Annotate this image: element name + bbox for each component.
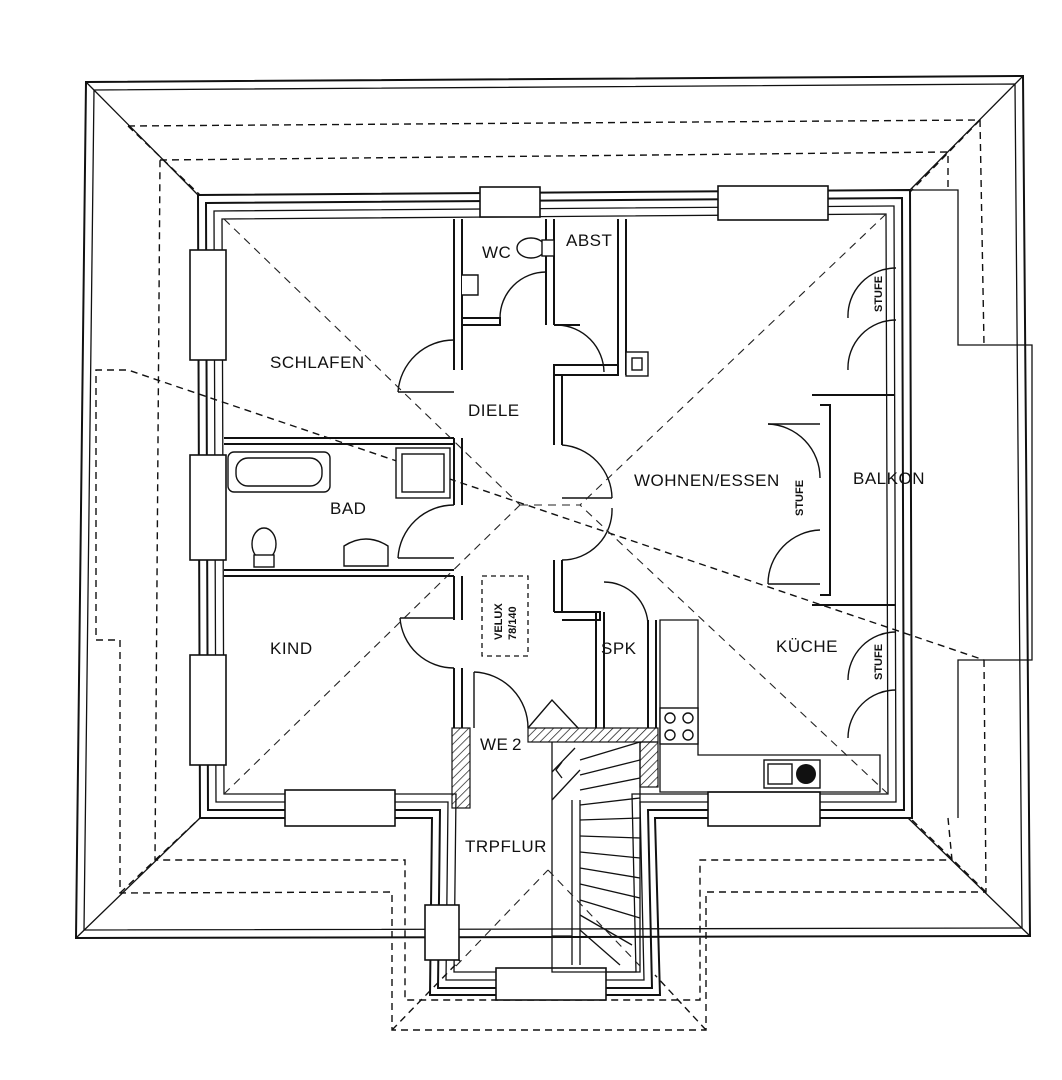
label-schlafen: SCHLAFEN (270, 353, 365, 372)
window-flur (424, 904, 460, 961)
staircase (551, 741, 641, 973)
sink-wc (462, 274, 479, 296)
label-spk: SPK (601, 639, 637, 658)
fixtures (227, 237, 821, 789)
label-abst: ABST (566, 231, 612, 250)
roof-diagonals (223, 213, 889, 967)
label-kueche: KÜCHE (776, 637, 838, 656)
window-wohnen (717, 185, 829, 221)
label-wohnen-essen: WOHNEN/ESSEN (634, 471, 780, 490)
toilet-wc (516, 237, 546, 259)
label-stufe-top: STUFE (873, 276, 885, 312)
window-treppe (495, 967, 607, 1001)
label-we: WE (480, 735, 508, 754)
label-stufe-mid: STUFE (794, 480, 806, 516)
room-labels: SCHLAFEN WC ABST DIELE WOHNEN/ESSEN BALK… (270, 231, 925, 856)
sink-bad (343, 538, 389, 567)
interior-walls (224, 219, 895, 793)
label-trpflur: TRPFLUR (465, 837, 547, 856)
doors (397, 267, 897, 739)
window-wc (479, 186, 541, 218)
window-kueche (707, 791, 821, 827)
window-schlafen (189, 249, 227, 361)
label-velux-size: 78/140 (507, 606, 519, 640)
stair-walls (451, 727, 659, 809)
window-kind-south (284, 789, 396, 827)
annotations: VELUX 78/140 STUFE STUFE STUFE (493, 276, 885, 680)
label-we-number: 2 (512, 735, 522, 754)
label-wc: WC (482, 243, 511, 262)
label-bad: BAD (330, 499, 366, 518)
roof-outline (74, 74, 1033, 940)
label-kind: KIND (270, 639, 313, 658)
label-diele: DIELE (468, 401, 520, 420)
window-bad (189, 454, 227, 561)
label-velux: VELUX (493, 603, 505, 640)
label-stufe-bottom: STUFE (873, 644, 885, 680)
windows (189, 185, 829, 1001)
window-kind (189, 654, 227, 766)
label-balkon: BALKON (853, 469, 925, 488)
velux-window (481, 575, 529, 657)
